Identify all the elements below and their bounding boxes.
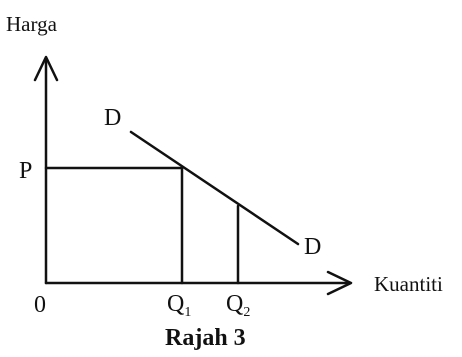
origin-label: 0 bbox=[34, 292, 46, 318]
demand-curve bbox=[129, 130, 300, 246]
plot-lines bbox=[44, 130, 300, 285]
demand-curve-label-top: D bbox=[104, 105, 121, 131]
x-axis-label: Kuantiti bbox=[374, 272, 443, 296]
q2-letter: Q bbox=[226, 291, 243, 317]
y-axis-label: Harga bbox=[6, 12, 58, 36]
q1-subscript: 1 bbox=[184, 305, 191, 320]
q1-letter: Q bbox=[167, 291, 184, 317]
price-label: P bbox=[19, 158, 32, 184]
demand-curve-label-bottom: D bbox=[304, 234, 321, 260]
axes bbox=[33, 55, 353, 296]
q2-label: Q2 bbox=[226, 291, 250, 320]
figure-caption: Rajah 3 bbox=[165, 325, 246, 351]
x-axis-arrowhead bbox=[326, 270, 353, 296]
q1-label: Q1 bbox=[167, 291, 191, 320]
q2-subscript: 2 bbox=[243, 305, 250, 320]
y-axis-arrowhead bbox=[33, 55, 59, 82]
